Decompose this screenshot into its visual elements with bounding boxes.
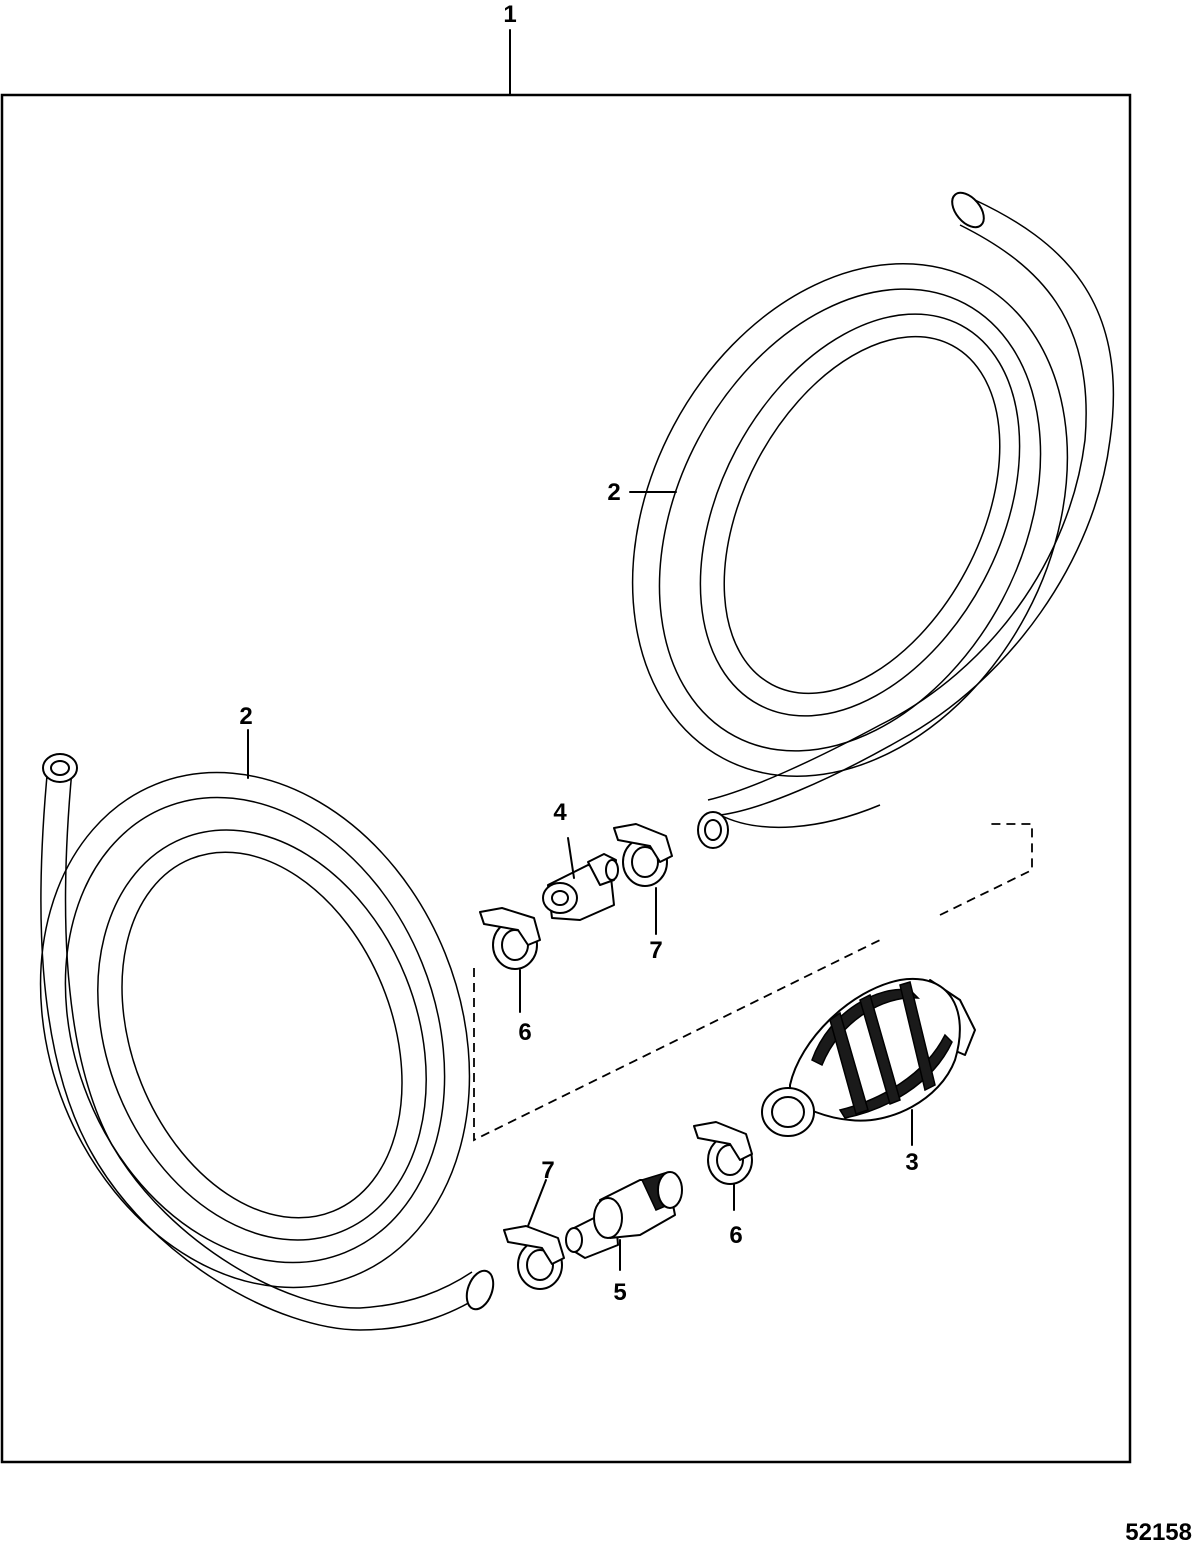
hose-clamp-6-lower xyxy=(693,1121,753,1185)
hose-clamp-7-lower xyxy=(503,1225,565,1290)
callout-7b: 7 xyxy=(541,1157,554,1184)
fitting-4 xyxy=(542,853,619,921)
callout-2b: 2 xyxy=(239,703,252,730)
callout-6a: 6 xyxy=(518,1019,531,1046)
callout-6b: 6 xyxy=(729,1222,742,1249)
hose-clamp-7-upper xyxy=(613,823,673,887)
callout-1: 1 xyxy=(503,1,516,28)
callout-4: 4 xyxy=(553,799,567,826)
assembly-guide-dashed xyxy=(473,823,1033,1142)
callout-2a: 2 xyxy=(607,479,620,506)
leader-line-4 xyxy=(567,837,575,879)
callout-5: 5 xyxy=(613,1279,626,1306)
callout-3: 3 xyxy=(905,1149,918,1176)
hose-clamp-6-upper xyxy=(479,907,541,970)
fuel-hose-upper xyxy=(631,191,1115,849)
fuel-hose-lower xyxy=(39,753,495,1331)
fitting-5 xyxy=(565,1171,683,1259)
primer-bulb-3 xyxy=(761,977,976,1137)
figure-id: 52158 xyxy=(1125,1519,1192,1546)
leader-line-7b xyxy=(527,1179,547,1227)
kit-frame xyxy=(0,93,1132,1464)
callout-7a: 7 xyxy=(649,937,662,964)
